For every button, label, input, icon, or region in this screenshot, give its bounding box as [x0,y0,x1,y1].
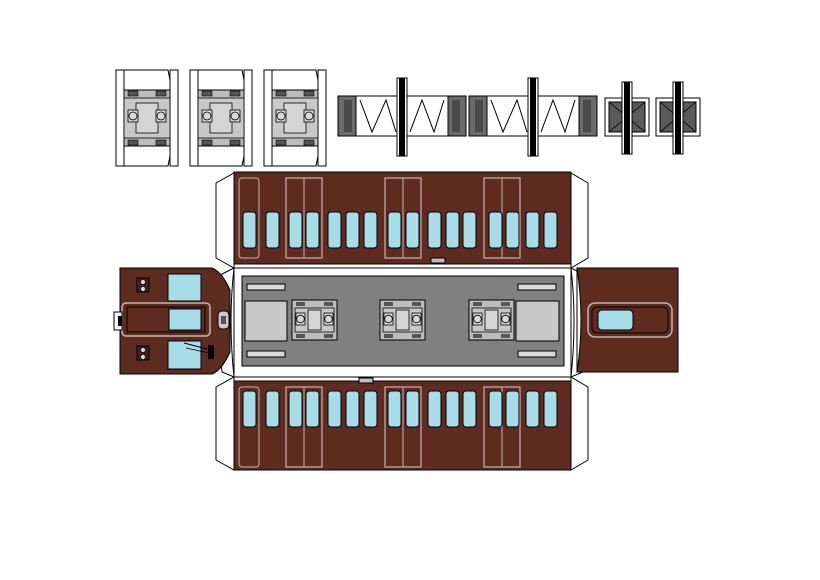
bogie-part-3 [263,69,327,167]
window-8 [387,211,402,249]
window-7 [363,390,378,428]
window-16 [543,390,558,428]
end-door-frame [238,386,260,468]
side-panel-lower [233,374,572,471]
side-panel-upper [233,171,572,271]
bogie-parts [115,69,327,167]
window-9 [405,211,420,249]
window-3 [288,211,303,249]
window-3 [288,390,303,428]
side-panel-upper-marker [430,257,446,264]
end-cap-part-2 [655,81,701,155]
window-4 [305,390,320,428]
roof-part [233,267,572,378]
roof-equipment-3 [468,299,515,341]
window-9 [405,390,420,428]
window-11 [445,211,460,249]
window-6 [345,390,360,428]
end-door-frame [238,177,260,259]
side-panel-lower-windows [238,386,558,468]
window-2 [265,390,280,428]
window-5 [327,390,342,428]
roof-equipment-2 [379,299,426,341]
rear-end-part [576,267,679,373]
window-15 [525,390,540,428]
window-12 [462,211,477,249]
window-12 [462,390,477,428]
headlight-upper-icon [136,277,150,293]
bogie-part-1 [115,69,179,167]
roof-equipment-1 [291,299,338,341]
window-5 [327,211,342,249]
end-cap-part-1 [604,81,650,155]
side-panel-upper-windows [238,177,558,259]
window-1 [242,211,257,249]
window-11 [445,390,460,428]
window-1 [242,390,257,428]
side-panel-lower-marker [358,377,374,384]
window-6 [345,211,360,249]
coupler-part-2 [468,77,598,157]
coupler-head-icon [217,310,230,330]
window-15 [525,211,540,249]
window-8 [387,390,402,428]
coupler-part-1 [337,77,467,157]
window-16 [543,211,558,249]
window-13 [488,211,503,249]
bogie-part-2 [189,69,253,167]
window-4 [305,211,320,249]
cab-end-part [113,267,231,375]
window-14 [505,390,520,428]
window-7 [363,211,378,249]
window-13 [488,390,503,428]
window-10 [427,390,442,428]
window-14 [505,211,520,249]
window-2 [265,211,280,249]
window-10 [427,211,442,249]
end-cap-parts [604,81,701,155]
coupler-parts [337,77,598,157]
headlight-lower-icon [136,345,150,361]
